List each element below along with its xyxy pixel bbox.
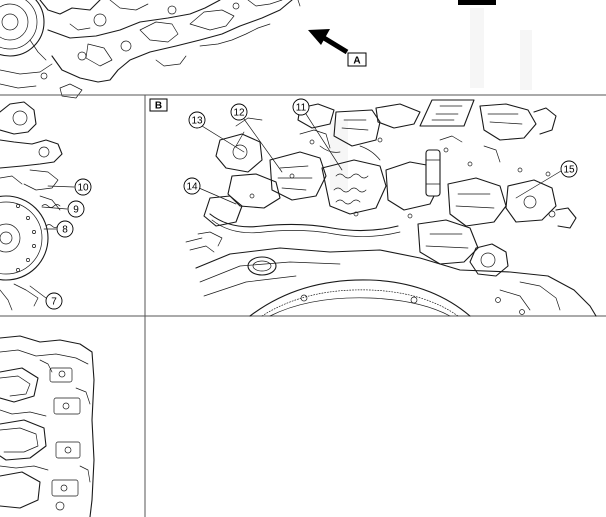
svg-text:15: 15 (563, 165, 575, 176)
view-label-b: B (149, 98, 168, 112)
panel-frame (0, 94, 606, 517)
callout-8: 8 (43, 220, 74, 238)
svg-text:13: 13 (191, 116, 203, 127)
svg-text:14: 14 (186, 182, 198, 193)
callout-7: 7 (29, 285, 63, 310)
svg-text:11: 11 (296, 103, 307, 114)
watermark (330, 8, 532, 190)
svg-text:A: A (353, 56, 360, 67)
bottom-block-illustration (0, 335, 95, 517)
svg-text:B: B (155, 101, 162, 112)
svg-text:12: 12 (233, 108, 245, 119)
svg-text:8: 8 (62, 225, 68, 236)
callout-9: 9 (41, 200, 85, 218)
callout-13: 13 (188, 111, 245, 153)
left-flywheel-illustration (0, 101, 63, 311)
svg-text:10: 10 (77, 183, 89, 194)
svg-text:9: 9 (73, 205, 79, 216)
callout-11: 11 (292, 98, 343, 171)
svg-text:7: 7 (51, 297, 57, 308)
arrow-icon (308, 29, 349, 55)
black-bar (458, 0, 496, 5)
callout-12: 12 (230, 103, 283, 173)
view-b-engine-illustration (185, 99, 597, 317)
callout-15: 15 (515, 160, 578, 199)
top-engine-illustration (0, 0, 301, 99)
callout-10: 10 (47, 178, 92, 196)
view-label-a: A (347, 52, 367, 67)
callout-14: 14 (183, 177, 237, 205)
